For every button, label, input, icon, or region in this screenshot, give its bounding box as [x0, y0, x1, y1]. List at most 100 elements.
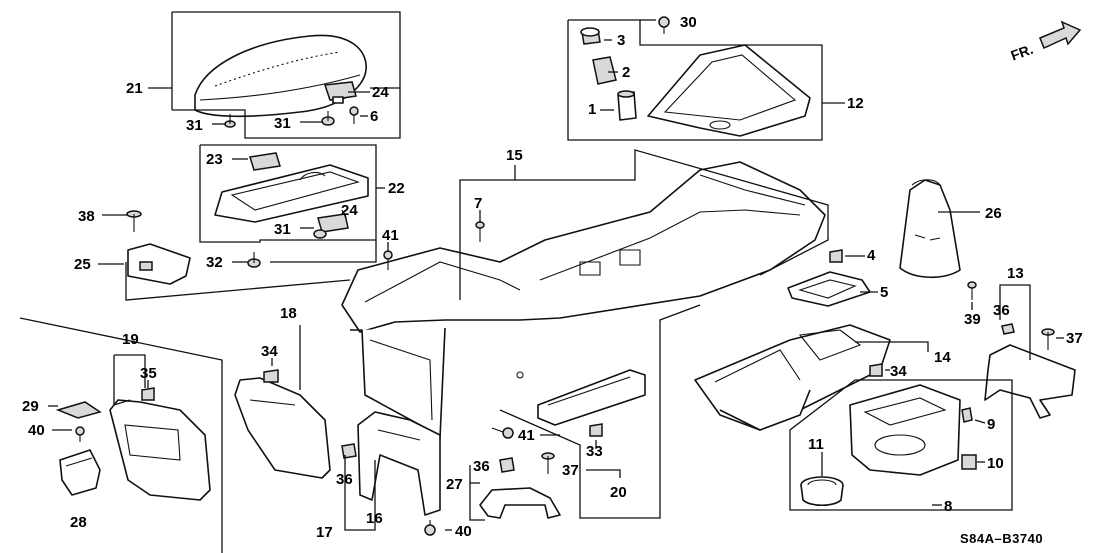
callout-27: 27 — [446, 476, 463, 493]
callout-35: 35 — [140, 365, 157, 382]
console-box-tray — [214, 164, 369, 223]
socket-1 — [617, 90, 637, 121]
clip-4 — [829, 249, 843, 263]
clip-33 — [589, 423, 603, 437]
callout-41: 41 — [382, 227, 399, 244]
ashtray-28 — [59, 449, 101, 496]
callout-32: 32 — [206, 254, 223, 271]
callout-2: 2 — [622, 64, 630, 81]
bolt-38 — [126, 210, 142, 232]
clip-32 — [247, 252, 261, 268]
screw-41b — [491, 427, 514, 439]
callout-20: 20 — [610, 484, 627, 501]
callout-13: 13 — [1007, 265, 1024, 282]
clip-35 — [141, 387, 155, 401]
callout-25: 25 — [74, 256, 91, 273]
bracket-27 — [479, 487, 561, 519]
callout-40b: 40 — [455, 523, 472, 540]
callout-8: 8 — [944, 498, 952, 515]
callout-15: 15 — [506, 147, 523, 164]
callout-6: 6 — [370, 108, 378, 125]
bracket-13 — [984, 344, 1076, 419]
callout-labels: 1 2 3 4 5 6 7 8 9 10 11 12 13 14 15 16 1… — [22, 14, 1083, 546]
diagram-code: S84A–B3740 — [960, 531, 1043, 546]
callout-37b: 37 — [1066, 330, 1083, 347]
callout-24b: 24 — [341, 202, 358, 219]
callout-28: 28 — [70, 514, 87, 531]
callout-34b: 34 — [890, 363, 907, 380]
clip-34a — [869, 363, 883, 377]
callout-12: 12 — [847, 95, 864, 112]
bolt-7 — [475, 221, 485, 242]
clip-34b — [263, 369, 279, 383]
armrest-lid — [194, 34, 367, 118]
nut-36a — [1001, 323, 1015, 335]
front-indicator: FR. — [1009, 41, 1036, 64]
screw-40b — [424, 520, 436, 536]
callout-31: 31 — [186, 117, 203, 134]
cup-ring-11 — [800, 476, 844, 507]
callout-36c: 36 — [993, 302, 1010, 319]
callout-31c: 31 — [274, 221, 291, 238]
nut-36b — [499, 457, 515, 473]
callout-36b: 36 — [473, 458, 490, 475]
callout-7: 7 — [474, 195, 482, 212]
bolt-37b — [541, 452, 555, 474]
callout-26: 26 — [985, 205, 1002, 222]
side-panel-18 — [234, 377, 331, 479]
clip-31b — [321, 111, 335, 126]
ring-5 — [787, 271, 871, 307]
callout-33: 33 — [586, 443, 603, 460]
shift-panel-12 — [647, 44, 811, 137]
front-panel-14 — [694, 324, 891, 431]
callout-16: 16 — [366, 510, 383, 527]
bolt-39 — [967, 281, 977, 300]
callout-23: 23 — [206, 151, 223, 168]
console-body-15 — [341, 161, 826, 439]
callout-9: 9 — [987, 416, 995, 433]
callout-1: 1 — [588, 101, 596, 118]
leader-lines — [19, 11, 1064, 553]
callout-31b: 31 — [274, 115, 291, 132]
screw-40a — [75, 426, 85, 442]
callout-34: 34 — [261, 343, 278, 360]
cover-29 — [55, 401, 102, 419]
callout-10: 10 — [987, 455, 1004, 472]
pad-23 — [249, 152, 281, 171]
callout-3: 3 — [617, 32, 625, 49]
bolt-37a — [1041, 328, 1055, 350]
callout-40: 40 — [28, 422, 45, 439]
bracket-16 — [357, 411, 441, 516]
callout-5: 5 — [880, 284, 888, 301]
screw-6 — [349, 106, 359, 124]
callout-41b: 41 — [518, 427, 535, 444]
cap-3 — [580, 27, 601, 45]
latch-25 — [127, 243, 191, 285]
callout-24: 24 — [372, 84, 389, 101]
clip-9 — [961, 407, 973, 423]
callout-30: 30 — [680, 14, 697, 31]
clip-10 — [961, 454, 977, 470]
socket-2 — [592, 56, 617, 85]
nut-36c — [341, 443, 357, 459]
screw-30 — [658, 16, 670, 34]
callout-18: 18 — [280, 305, 297, 322]
callout-17: 17 — [316, 524, 333, 541]
callout-4: 4 — [867, 247, 876, 264]
cup-holder-8 — [849, 384, 961, 476]
clip-31c — [313, 229, 327, 239]
rear-panel-19 — [109, 399, 211, 501]
callout-39: 39 — [964, 311, 981, 328]
callout-22: 22 — [388, 180, 405, 197]
callout-11: 11 — [808, 436, 824, 453]
callout-38: 38 — [78, 208, 95, 225]
callout-36: 36 — [336, 471, 353, 488]
callout-14: 14 — [934, 349, 951, 366]
front-arrow-icon — [1039, 20, 1082, 50]
shift-boot-26 — [899, 179, 961, 279]
lower-lid-20 — [537, 369, 646, 426]
callout-37: 37 — [562, 462, 579, 479]
callout-21: 21 — [126, 80, 143, 97]
callout-19: 19 — [122, 331, 139, 348]
